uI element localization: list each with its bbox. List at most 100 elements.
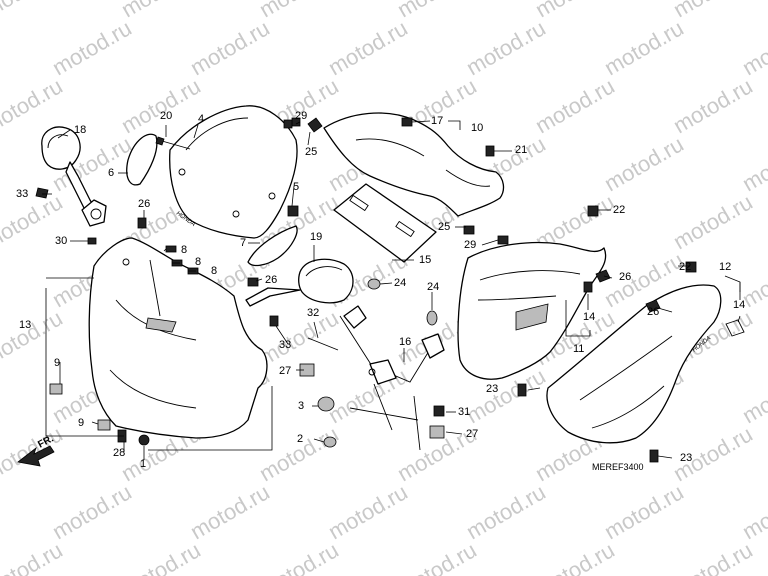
upper-cowl-13 bbox=[88, 237, 268, 439]
watermark-text: motod.ru bbox=[600, 131, 688, 196]
callout-number: 15 bbox=[419, 254, 431, 266]
watermark-text: motod.ru bbox=[48, 479, 136, 544]
clip-25a bbox=[307, 117, 323, 133]
leader-lines bbox=[42, 120, 741, 460]
callout-number: 9 bbox=[78, 417, 84, 429]
callout-number: 21 bbox=[515, 144, 527, 156]
watermark-text: motod.ru bbox=[255, 305, 343, 370]
callout-number: 23 bbox=[680, 452, 692, 464]
nut-31 bbox=[433, 405, 445, 417]
callout-number: 27 bbox=[279, 365, 291, 377]
clip-8a bbox=[165, 245, 177, 253]
callout-number: 26 bbox=[647, 306, 659, 318]
watermark-text: motod.ru bbox=[393, 0, 481, 22]
callout-number: 10 bbox=[471, 122, 483, 134]
clip-26a bbox=[595, 269, 611, 283]
callout-number: 11 bbox=[573, 343, 584, 355]
callout-number: 27 bbox=[466, 428, 478, 440]
watermark-text: motod.ru bbox=[738, 363, 768, 428]
nut-9a bbox=[49, 383, 63, 395]
callout-number: 4 bbox=[198, 113, 204, 125]
screw-23b bbox=[649, 449, 659, 463]
callout-number: 12 bbox=[719, 261, 731, 273]
clip-26c bbox=[137, 217, 147, 229]
mirror-left-18 bbox=[35, 126, 107, 227]
callout-number: 22 bbox=[613, 204, 625, 216]
watermark-text: motod.ru bbox=[324, 15, 412, 80]
watermark-text: motod.ru bbox=[324, 363, 412, 428]
inner-cover-7 bbox=[247, 225, 298, 267]
grommet-29b bbox=[497, 235, 509, 245]
callout-number: 22 bbox=[679, 261, 691, 273]
watermark-text: motod.ru bbox=[531, 0, 619, 22]
callout-number: 8 bbox=[211, 265, 217, 277]
watermark-text: motod.ru bbox=[600, 15, 688, 80]
callout-number: 1 bbox=[140, 458, 146, 470]
callout-number: 7 bbox=[240, 237, 246, 249]
watermark-text: motod.ru bbox=[255, 421, 343, 486]
nut-5 bbox=[287, 205, 299, 217]
callout-number: 18 bbox=[74, 124, 86, 136]
bolt-22b bbox=[685, 261, 697, 273]
callout-number: 26 bbox=[138, 198, 150, 210]
callout-number: 29 bbox=[295, 110, 307, 122]
watermark-text: motod.ru bbox=[255, 0, 343, 22]
callout-number: 16 bbox=[399, 336, 411, 348]
watermark-text: motod.ru bbox=[669, 0, 757, 22]
watermark-text: motod.ru bbox=[738, 131, 768, 196]
clip-26d bbox=[247, 277, 259, 287]
watermark-text: motod.ru bbox=[531, 537, 619, 576]
clip-14a bbox=[583, 281, 593, 293]
watermark-text: motod.ru bbox=[531, 73, 619, 138]
screw-20 bbox=[155, 136, 191, 150]
watermark-text: motod.ru bbox=[117, 537, 205, 576]
hardware bbox=[49, 117, 745, 463]
callout-number: 26 bbox=[619, 271, 631, 283]
callout-number: 25 bbox=[305, 146, 317, 158]
bolt-22a bbox=[587, 205, 599, 217]
watermark-text: motod.ru bbox=[0, 0, 67, 22]
callout-number: 6 bbox=[108, 167, 114, 179]
callout-number: 19 bbox=[310, 231, 322, 243]
bolt-21 bbox=[485, 145, 495, 157]
watermark-text: motod.ru bbox=[48, 15, 136, 80]
watermark-text: motod.ru bbox=[186, 15, 274, 80]
callout-number: 8 bbox=[181, 244, 187, 256]
callout-number: 33 bbox=[279, 339, 291, 351]
stay-frame-16 bbox=[339, 305, 445, 451]
clip-25b bbox=[463, 225, 475, 235]
callout-number: 24 bbox=[394, 277, 406, 289]
watermark-text: motod.ru bbox=[462, 479, 550, 544]
screw-23a bbox=[517, 383, 527, 397]
watermark-text: motod.ru bbox=[393, 537, 481, 576]
callout-number: 14 bbox=[733, 299, 745, 311]
callout-number: 9 bbox=[54, 357, 60, 369]
clip-17 bbox=[401, 117, 413, 127]
callout-number: 33 bbox=[16, 188, 28, 200]
watermark-text: motod.ru bbox=[462, 15, 550, 80]
clip-26b bbox=[645, 299, 661, 313]
collar-2 bbox=[323, 436, 337, 448]
side-cover-6 bbox=[126, 133, 158, 186]
bolt-29-head bbox=[283, 119, 293, 129]
callout-number: 14 bbox=[583, 311, 595, 323]
callout-number: 17 bbox=[431, 115, 443, 127]
diagram-code: MEREF3400 bbox=[592, 462, 644, 472]
watermark-text: motod.ru bbox=[600, 479, 688, 544]
watermark-text: motod.ru bbox=[255, 537, 343, 576]
watermark-text: motod.ru bbox=[669, 189, 757, 254]
callout-number: 24 bbox=[427, 281, 439, 293]
callout-number: 20 bbox=[160, 110, 172, 122]
watermark-text: motod.ru bbox=[738, 479, 768, 544]
collar-24a bbox=[367, 278, 381, 290]
callout-number: 8 bbox=[195, 256, 201, 268]
callout-number: 32 bbox=[307, 307, 319, 319]
windscreen-4: HONDA bbox=[169, 105, 298, 239]
collar-24b bbox=[426, 310, 438, 326]
callout-number: 29 bbox=[464, 239, 476, 251]
collar-3 bbox=[317, 396, 335, 412]
watermark-text: motod.ru bbox=[669, 537, 757, 576]
